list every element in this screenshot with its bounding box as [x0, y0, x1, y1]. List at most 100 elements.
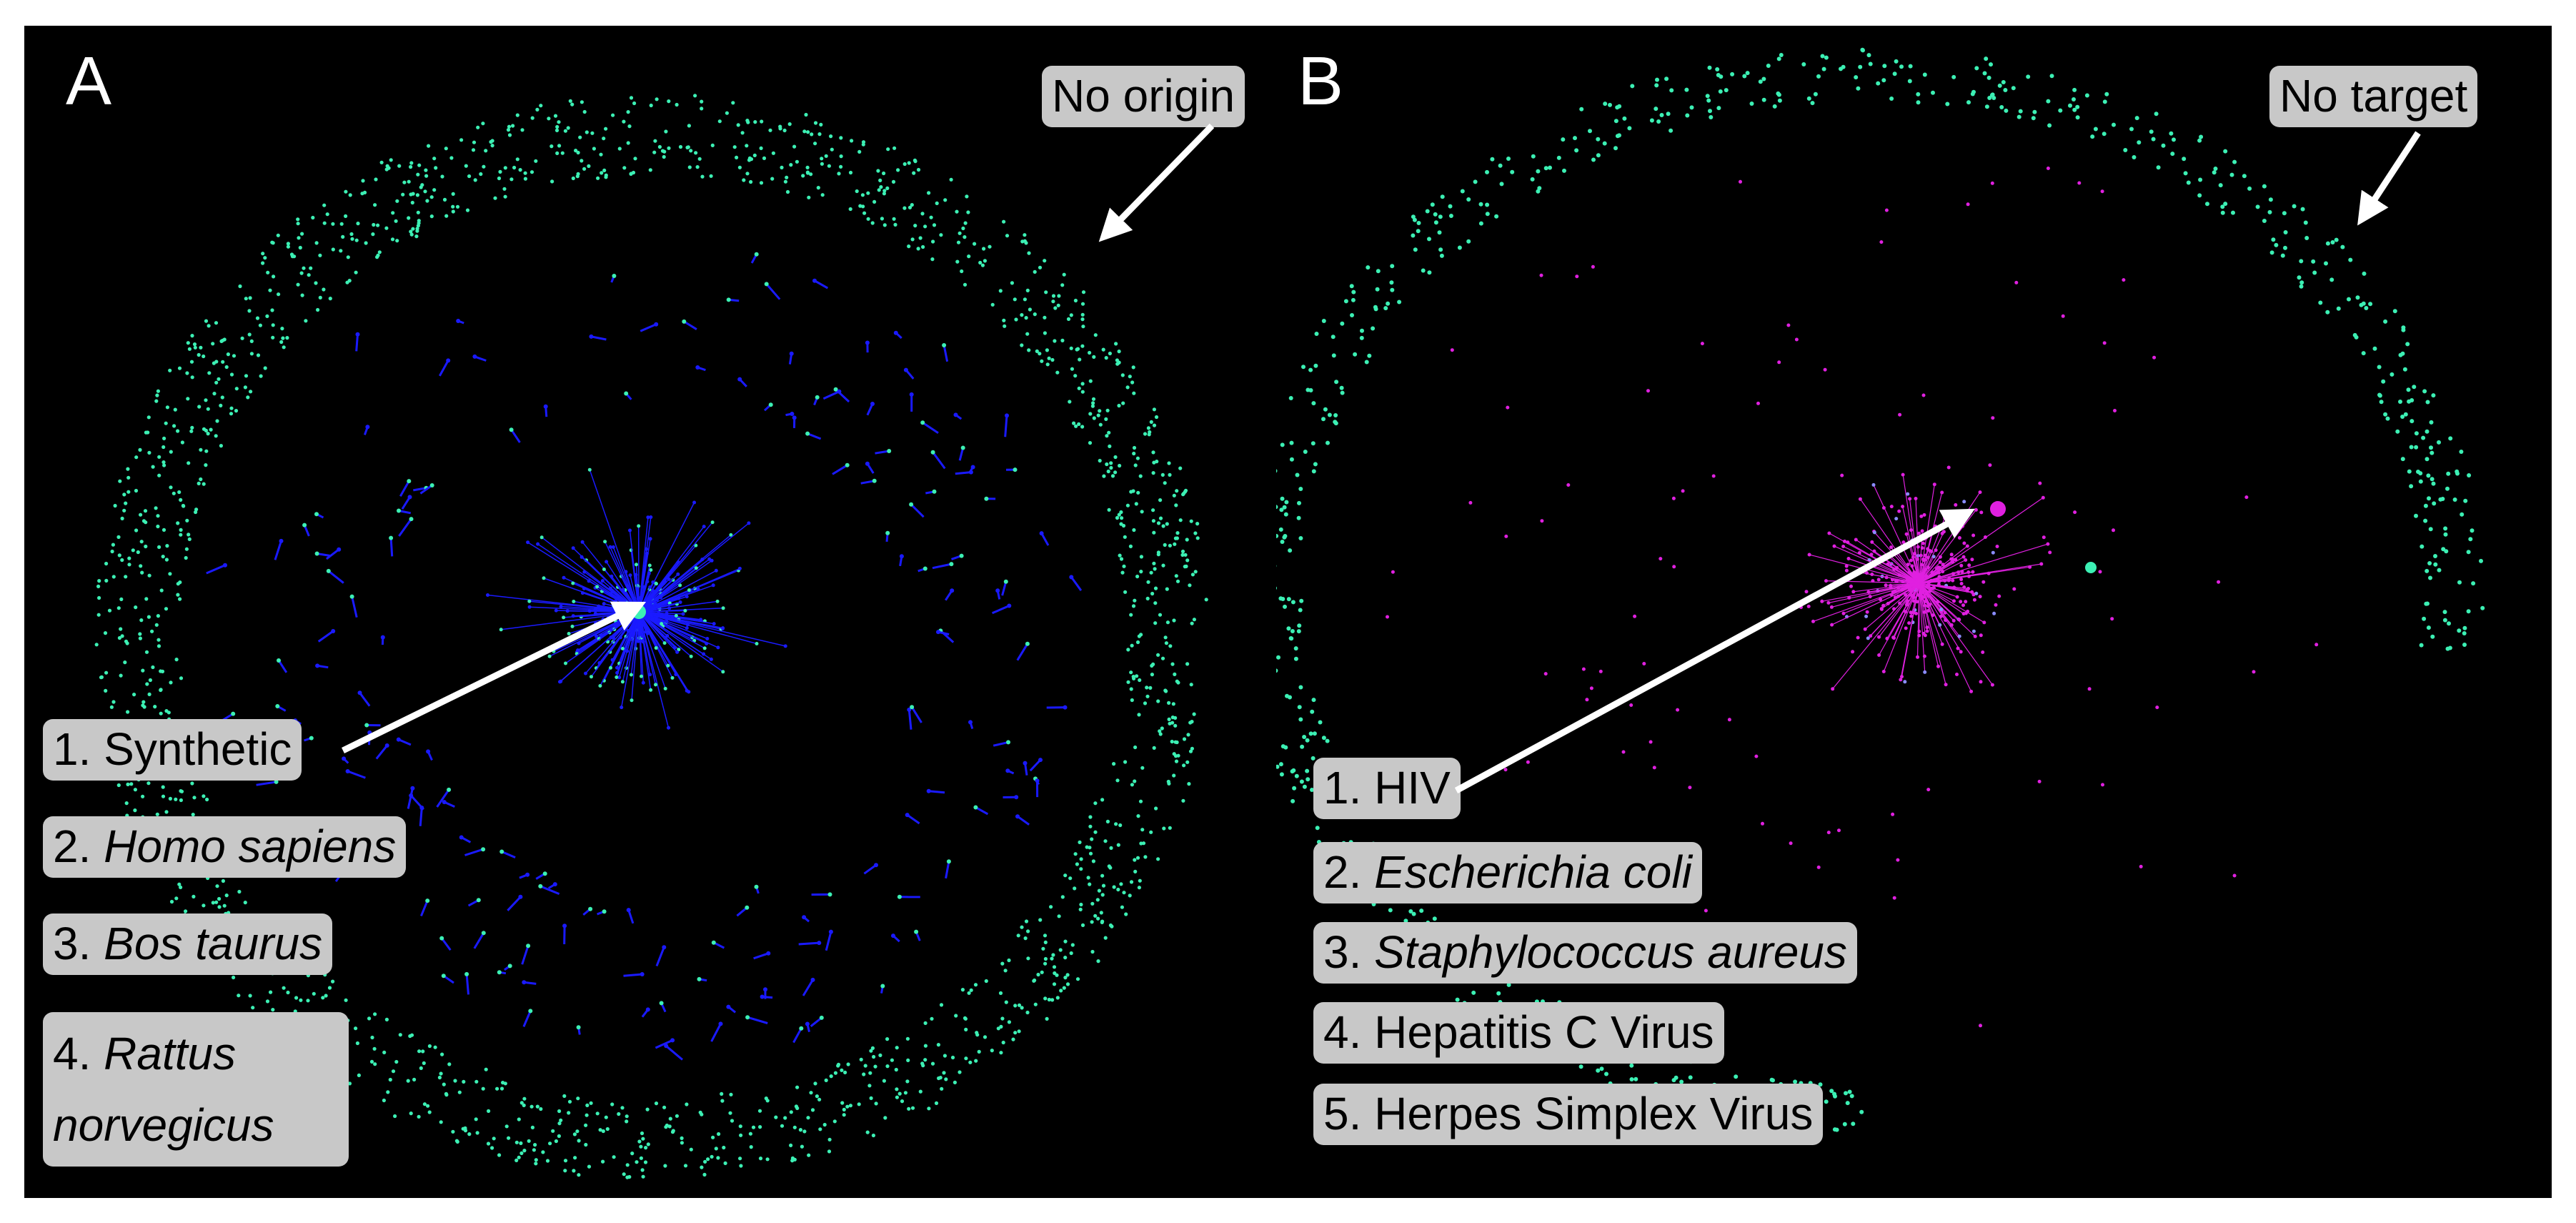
outer-ring-node — [870, 221, 875, 225]
outer-ring-node — [1007, 958, 1011, 963]
scatter-node — [1754, 754, 1759, 758]
outer-ring-node — [1088, 882, 1092, 886]
outer-ring-node — [139, 513, 143, 517]
hub-node — [1978, 490, 1982, 495]
outer-ring-node — [373, 1062, 377, 1066]
outer-ring-node — [451, 192, 455, 196]
outer-ring-node — [444, 1091, 449, 1096]
outer-ring-node — [964, 1056, 968, 1061]
outer-ring-node — [247, 332, 252, 337]
outer-ring-node — [1001, 1040, 1005, 1045]
arc-node — [2418, 479, 2423, 484]
outer-ring-node — [653, 139, 657, 143]
hub-node — [571, 546, 575, 550]
outer-ring-node — [224, 893, 229, 898]
component-node — [542, 871, 547, 876]
outer-ring-node — [276, 233, 280, 237]
hub-node — [1891, 590, 1895, 594]
arc-node — [2403, 412, 2408, 417]
outer-ring-node — [1132, 391, 1136, 395]
outer-ring-node — [1160, 726, 1164, 731]
outer-ring-node — [999, 1051, 1003, 1055]
outer-ring-node — [890, 1058, 894, 1062]
arc-node — [1916, 91, 1921, 96]
component-node — [745, 905, 750, 910]
outer-ring-node — [1158, 516, 1163, 520]
outer-ring-node — [785, 175, 789, 179]
arc-node — [1537, 186, 1542, 191]
outer-ring-node — [723, 1161, 727, 1165]
component-node — [950, 588, 955, 593]
outer-ring-node — [891, 179, 896, 184]
hub-node — [1851, 590, 1856, 594]
outer-ring-node — [1070, 943, 1075, 947]
outer-ring-node — [574, 149, 578, 153]
hub-node — [1849, 584, 1853, 588]
outer-ring-node — [462, 1079, 466, 1084]
outer-ring-node — [1091, 401, 1095, 405]
outer-ring-node — [1060, 895, 1065, 899]
outer-ring-node — [1131, 604, 1136, 608]
outer-ring-node — [878, 178, 882, 182]
outer-ring-node — [1093, 830, 1098, 834]
outer-ring-node — [1020, 925, 1024, 929]
outer-ring-node — [426, 1104, 430, 1108]
component-edge — [665, 1045, 683, 1061]
outer-ring-node — [409, 1111, 413, 1116]
hub-node — [1917, 531, 1921, 535]
component-edge — [327, 570, 344, 584]
hub-node — [1970, 590, 1974, 594]
outer-ring-node — [1185, 558, 1190, 563]
arc-node — [2433, 554, 2437, 558]
arc-node — [1276, 469, 1278, 473]
outer-ring-node — [1116, 887, 1120, 892]
component-node — [509, 427, 514, 432]
component-node — [909, 502, 914, 507]
outer-ring-node — [1135, 640, 1140, 645]
arc-node — [1633, 1076, 1638, 1081]
outer-ring-node — [648, 168, 652, 172]
hub-node — [702, 652, 706, 656]
outer-ring-node — [387, 166, 391, 170]
outer-ring-node — [861, 204, 865, 209]
outer-ring-node — [127, 556, 131, 560]
component-node — [472, 354, 477, 359]
arc-node — [1278, 762, 1283, 767]
arc-node — [1403, 919, 1408, 924]
outer-ring-node — [271, 1008, 275, 1012]
outer-ring-node — [780, 1124, 785, 1128]
outer-ring-node — [902, 162, 907, 167]
arc-node — [1536, 169, 1541, 174]
outer-ring-node — [1043, 259, 1047, 263]
outer-ring-node — [1193, 531, 1198, 535]
outer-ring-node — [154, 399, 159, 403]
arc-node — [1312, 731, 1317, 736]
outer-ring-node — [495, 1086, 499, 1091]
arc-node — [1655, 77, 1659, 82]
outer-ring-node — [1090, 837, 1094, 841]
outer-ring-node — [205, 797, 209, 802]
hub-node — [1926, 603, 1931, 607]
outer-ring-node — [1124, 912, 1128, 916]
outer-ring-node — [587, 164, 591, 168]
arc-node — [2466, 609, 2471, 614]
hub-node — [689, 654, 693, 658]
scatter-node — [1506, 405, 1510, 410]
hub-node — [710, 558, 714, 563]
hub-edge — [1879, 583, 1920, 655]
outer-ring-node — [1106, 469, 1110, 474]
hub-node — [1925, 625, 1929, 630]
component-edge — [325, 548, 340, 560]
outer-ring-node — [1102, 474, 1106, 478]
scatter-node — [1966, 202, 1970, 207]
arc-node — [2340, 244, 2345, 249]
outer-ring-node — [155, 812, 159, 816]
arc-node — [1854, 75, 1859, 80]
outer-ring-node — [186, 397, 190, 401]
component-node — [364, 723, 369, 728]
hub-node — [1863, 627, 1867, 631]
scatter-node — [2139, 864, 2143, 868]
arc-node — [1448, 214, 1453, 218]
component-node — [949, 562, 954, 567]
arc-node — [1350, 313, 1354, 317]
